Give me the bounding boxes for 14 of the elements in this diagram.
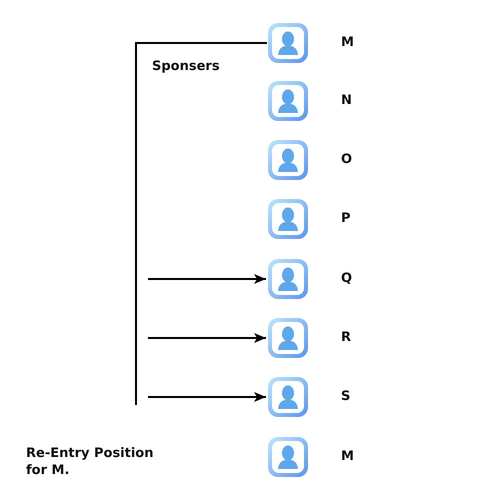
person-letter: S — [341, 389, 350, 404]
person-letter: N — [341, 93, 352, 108]
person-letter: P — [341, 211, 351, 226]
bracket-line — [135, 42, 267, 405]
note-text: Sponsers — [152, 58, 221, 75]
note-text: Re-Entry Position for M. — [26, 445, 154, 479]
person-letter: Q — [341, 271, 352, 286]
person-letter: O — [341, 152, 352, 167]
person-letter: M — [341, 449, 354, 464]
person-letter: M — [341, 35, 354, 50]
arrow — [148, 392, 266, 402]
arrow — [148, 274, 266, 284]
person-letter: R — [341, 330, 352, 345]
arrow — [148, 333, 266, 343]
